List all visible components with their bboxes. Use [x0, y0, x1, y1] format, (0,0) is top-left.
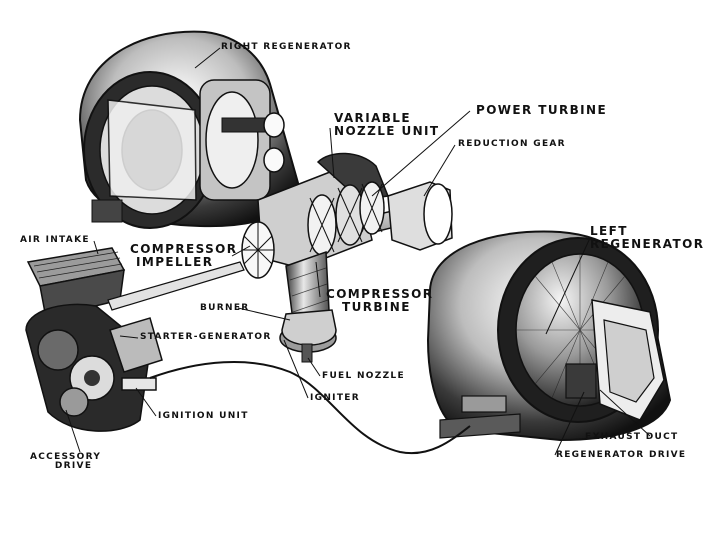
label-compressor-impeller: COMPRESSOR IMPELLER [130, 243, 237, 268]
accessory-drive-part [25, 261, 245, 432]
label-fuel-nozzle: FUEL NOZZLE [322, 371, 405, 381]
label-variable-nozzle-line2: NOZZLE UNIT [334, 123, 440, 138]
label-air-intake: AIR INTAKE [20, 235, 90, 245]
label-right-regenerator: RIGHT REGENERATOR [221, 42, 352, 52]
label-compressor-turbine-line1: COMPRESSOR [326, 287, 434, 301]
label-accessory-drive: ACCESSORY DRIVE [30, 452, 102, 472]
leader-lines [65, 47, 651, 456]
label-accessory-drive-line1: ACCESSORY [30, 452, 102, 462]
label-variable-nozzle-line1: VARIABLE [334, 111, 411, 125]
label-burner: BURNER [200, 303, 250, 313]
label-starter-generator: STARTER-GENERATOR [140, 332, 272, 342]
label-power-turbine: POWER TURBINE [476, 103, 608, 117]
label-ignition-unit: IGNITION UNIT [158, 411, 249, 421]
label-compressor-impeller-line2: IMPELLER [136, 254, 214, 269]
ignition-cable [149, 361, 471, 455]
label-exhaust-duct: EXHAUST DUCT [585, 432, 679, 442]
label-accessory-drive-line2: DRIVE [54, 461, 93, 472]
label-compressor-impeller-line1: COMPRESSOR [130, 242, 238, 256]
label-igniter: IGNITER [310, 393, 360, 403]
label-left-regenerator-line2: REGENERATOR [590, 236, 705, 251]
burner-part [279, 250, 337, 363]
left-regenerator-part [426, 230, 672, 442]
label-left-regenerator-line1: LEFT [590, 224, 628, 238]
right-regenerator-part [78, 30, 302, 229]
label-left-regenerator: LEFT REGENERATOR [590, 225, 704, 250]
label-compressor-turbine: COMPRESSOR TURBINE [326, 288, 433, 313]
label-reduction-gear: REDUCTION GEAR [458, 139, 566, 149]
label-regenerator-drive: REGENERATOR DRIVE [556, 450, 687, 460]
label-compressor-turbine-line2: TURBINE [342, 299, 411, 314]
label-variable-nozzle-unit: VARIABLE NOZZLE UNIT [334, 112, 440, 137]
turbine-shaft-assembly [241, 152, 453, 279]
